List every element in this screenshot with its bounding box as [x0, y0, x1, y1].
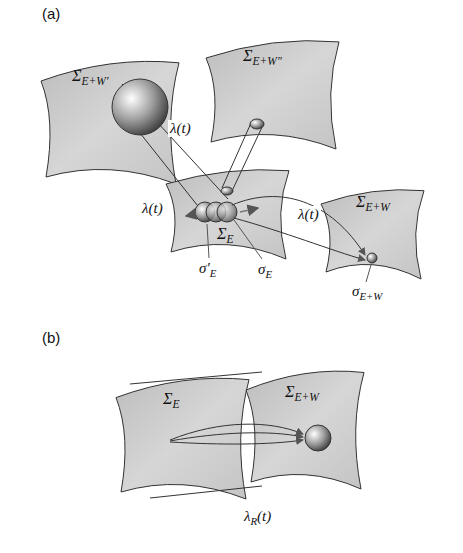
surface-shape — [205, 35, 340, 150]
surface-label: ΣE+W″ — [243, 47, 282, 65]
math-label: λ(t) — [140, 200, 165, 217]
math-label: σ′E — [197, 260, 218, 277]
surface-label: ΣE+W — [285, 383, 319, 401]
surface: ΣE+W″ — [205, 35, 340, 150]
surface: ΣE+W — [245, 365, 365, 490]
surface-shape — [320, 185, 425, 280]
panel-label: (b) — [40, 330, 62, 347]
surface-label: ΣE — [163, 390, 180, 408]
surface-label: ΣE+W — [356, 193, 390, 211]
math-label: σE+W — [350, 283, 384, 300]
surface-shape — [245, 365, 365, 490]
surface-shape — [115, 372, 250, 500]
surface-label: ΣE — [217, 225, 234, 243]
surface-label: ΣE+W′ — [72, 67, 108, 85]
surface: ΣE+W — [320, 185, 425, 280]
surface: ΣE — [115, 372, 250, 500]
math-label: λ(t) — [296, 206, 321, 223]
math-label: λ(t) — [168, 120, 193, 137]
math-label: σE — [256, 261, 274, 278]
panel-label: (a) — [40, 6, 62, 23]
math-label: λR(t) — [242, 508, 273, 525]
